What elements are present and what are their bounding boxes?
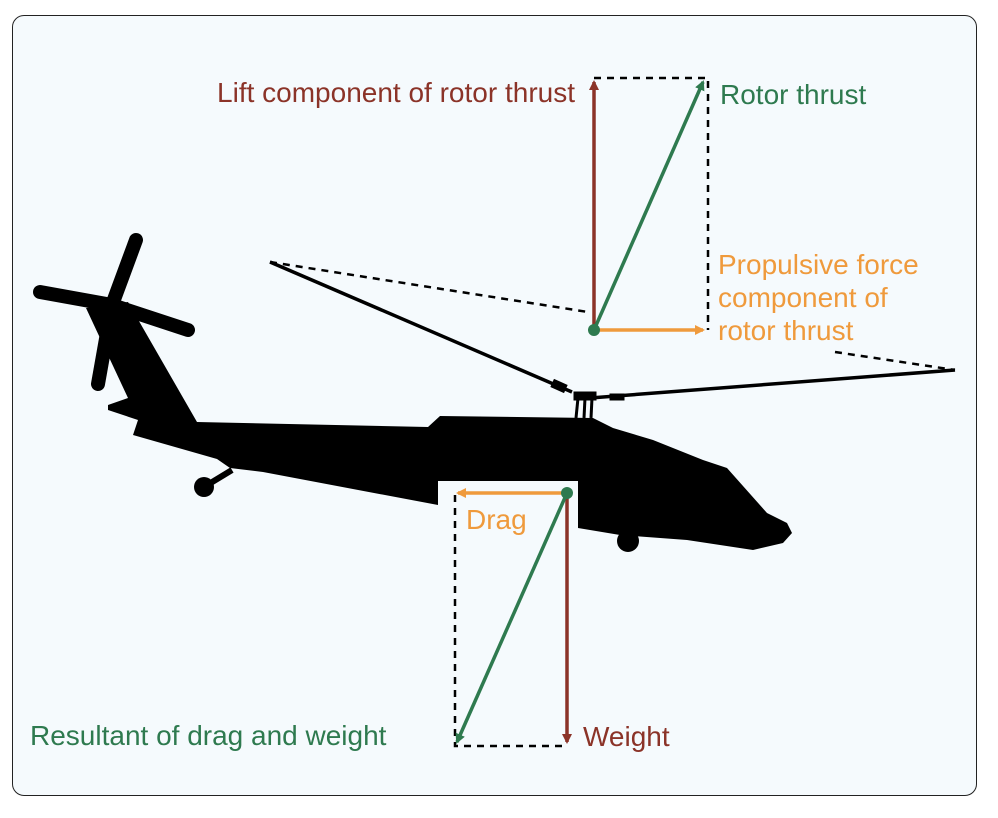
nose-wheel bbox=[617, 530, 639, 552]
resultant-arrow bbox=[455, 492, 569, 744]
propulsive-label-line-3: rotor thrust bbox=[718, 315, 854, 346]
helicopter-silhouette bbox=[33, 233, 956, 552]
body-force-vectors bbox=[455, 487, 573, 744]
tail-wheel bbox=[194, 477, 214, 497]
main-rotor bbox=[269, 260, 956, 419]
rotor-thrust-label: Rotor thrust bbox=[720, 79, 866, 110]
drag-label: Drag bbox=[466, 504, 527, 535]
rotor-force-origin bbox=[588, 324, 600, 336]
body-force-origin bbox=[561, 487, 573, 499]
guide-lines bbox=[269, 76, 956, 748]
rotor-force-vectors bbox=[588, 80, 705, 336]
rotor-thrust-arrow bbox=[592, 80, 705, 331]
propulsive-label-line-2: component of bbox=[718, 282, 888, 313]
lift-label: Lift component of rotor thrust bbox=[217, 77, 575, 108]
resultant-label: Resultant of drag and weight bbox=[30, 720, 387, 751]
fuselage bbox=[86, 302, 792, 550]
weight-label: Weight bbox=[583, 721, 670, 752]
propulsive-label-line-1: Propulsive force bbox=[718, 249, 919, 280]
